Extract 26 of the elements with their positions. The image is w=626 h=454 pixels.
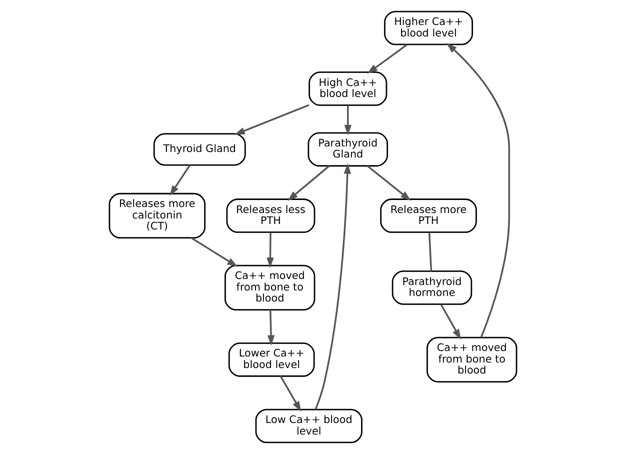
arrow: [170, 164, 191, 196]
arrow: [446, 43, 510, 338]
node-box: Releases more calcitonin (CT): [108, 192, 206, 239]
node-box: Higher Ca++ blood level: [384, 10, 473, 46]
node-box: Releases more PTH: [380, 198, 477, 233]
node-box: Ca++ moved from bone to blood: [426, 336, 518, 382]
arrow: [280, 376, 302, 412]
node-box: Ca++ moved from bone to blood: [224, 264, 316, 310]
arrow: [266, 232, 274, 268]
arrow: [440, 304, 461, 340]
node-box: Parathyroid Gland: [308, 132, 388, 167]
arrow: [234, 104, 310, 135]
arrow: [288, 165, 330, 201]
node-box: Lower Ca++ blood level: [228, 342, 315, 377]
arrow: [267, 310, 275, 346]
node-box: Releases less PTH: [226, 198, 316, 233]
arrow: [344, 105, 352, 136]
arrow: [190, 237, 238, 267]
arrow: [366, 165, 411, 201]
arrow: [367, 44, 408, 74]
node-box: Low Ca++ blood level: [255, 408, 362, 444]
node-box: Thyroid Gland: [153, 133, 246, 166]
node-box: High Ca++ blood level: [308, 72, 388, 106]
node-box: Parathyroid hormone: [392, 270, 472, 305]
connector: [428, 232, 432, 272]
arrow: [314, 163, 352, 410]
